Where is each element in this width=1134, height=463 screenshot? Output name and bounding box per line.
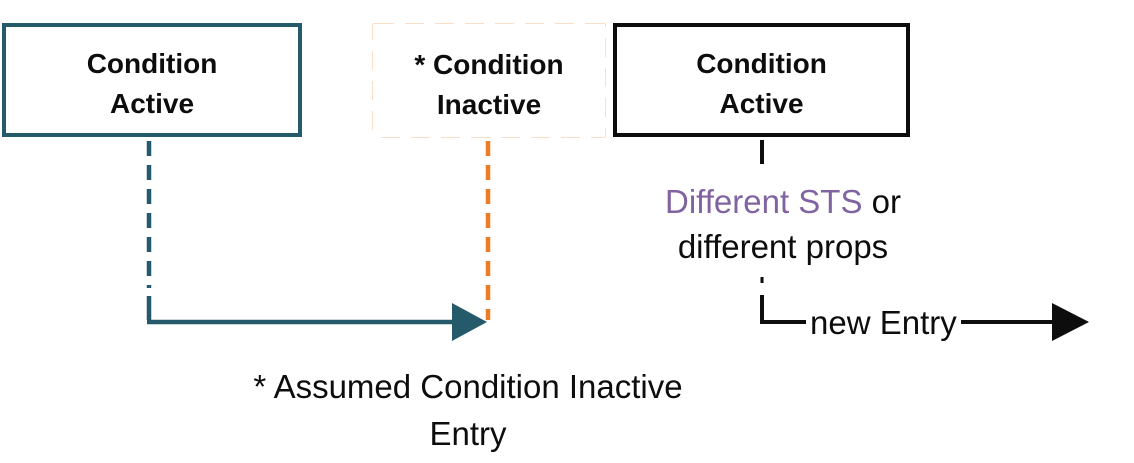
teal-arrow-shaft — [146, 296, 453, 325]
box-label-line: Condition — [86, 48, 218, 79]
condition-active-box-right: Condition Active — [613, 23, 910, 137]
box-label-line: Active — [109, 88, 195, 119]
new-entry-elbow — [760, 295, 812, 324]
footnote-line2: Entry — [429, 415, 507, 452]
or-text: or — [862, 183, 901, 220]
teal-arrowhead-icon — [452, 303, 487, 341]
box-label-line: Condition — [696, 48, 827, 79]
footnote: * Assumed Condition Inactive Entry — [180, 363, 756, 457]
condition-inactive-box: * Condition Inactive — [373, 24, 605, 137]
different-sts-annotation: Different STS or different props — [623, 179, 943, 269]
different-props-text: different props — [677, 228, 889, 265]
box-label-line: Inactive — [436, 88, 542, 120]
new-entry-label: new Entry — [806, 302, 961, 343]
black-arrowhead-icon — [1052, 303, 1089, 341]
box-label-line: Active — [719, 88, 804, 119]
footnote-line1: * Assumed Condition Inactive — [253, 368, 683, 405]
different-sts-text: Different STS — [665, 183, 863, 220]
condition-active-box-left: Condition Active — [2, 23, 302, 137]
box-label-line: * Condition — [414, 48, 564, 80]
different-sts-line1: Different STS or — [623, 179, 943, 224]
